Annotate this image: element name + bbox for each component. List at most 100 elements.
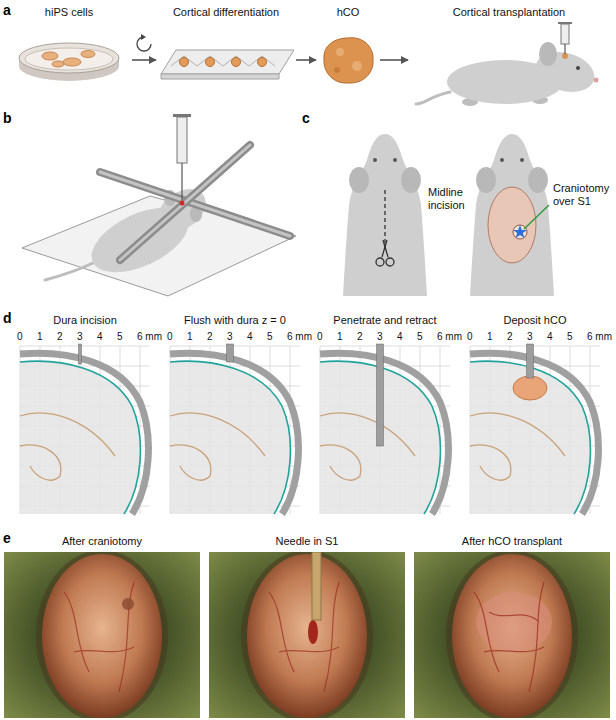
mouse-head-craniotomy — [476, 167, 496, 193]
surgery-photo — [247, 554, 367, 718]
ruler-number: 1 — [337, 331, 343, 343]
coronal-section — [470, 353, 598, 514]
mouse-head-top-view — [343, 134, 427, 296]
surgery-photo — [209, 552, 405, 718]
rotation-symbol — [137, 34, 151, 51]
mouse-side-view — [594, 78, 599, 83]
annotation-label: Craniotomy over S1 — [553, 182, 611, 208]
rotation-symbol — [141, 34, 146, 40]
culture-plate — [171, 56, 275, 66]
mouse-side-view — [416, 92, 450, 104]
ruler-number: 2 — [357, 331, 363, 343]
annotation-label: Midline incision — [428, 186, 474, 212]
culture-plate — [258, 58, 267, 67]
ruler-number: 6 mm — [287, 331, 312, 343]
coronal-section — [513, 376, 547, 400]
stereotaxic-frame — [181, 163, 182, 200]
coronal-section — [20, 361, 140, 514]
ruler-number: 4 — [247, 331, 253, 343]
ruler-number: 3 — [377, 331, 383, 343]
surgery-photo — [308, 620, 318, 644]
ruler-number: 4 — [547, 331, 553, 343]
step-label: hiPS cells — [45, 6, 93, 19]
coronal-section — [377, 344, 384, 446]
mouse-head-top-view — [383, 240, 388, 257]
panel-letter: c — [302, 110, 310, 126]
coronal-section — [470, 361, 590, 514]
process-arrow — [296, 59, 316, 61]
petri-dish — [19, 43, 119, 73]
ruler-number: 6 mm — [437, 331, 462, 343]
illustration-node: Cortical differentiation — [158, 4, 294, 86]
stereotaxic-frame — [22, 114, 296, 296]
surgery-photo — [452, 554, 572, 718]
culture-plate — [206, 58, 215, 67]
step-title: Dura incision — [53, 314, 117, 327]
coronal-section — [170, 346, 300, 514]
ruler-number: 6 mm — [137, 331, 162, 343]
illustration-node: hiPS cells — [8, 4, 130, 86]
illustration-node: hCO — [318, 4, 378, 86]
mouse-head-top-view — [343, 134, 427, 296]
petri-dish — [25, 48, 113, 70]
stereotaxic-frame — [100, 172, 290, 236]
mouse-head-top-view — [393, 158, 397, 162]
panel-letter: e — [3, 530, 11, 546]
mouse-head-craniotomy — [470, 134, 554, 296]
mouse-head-top-view — [376, 258, 384, 266]
ruler-number: 1 — [187, 331, 193, 343]
step-title: Deposit hCO — [504, 314, 567, 327]
coronal-section — [470, 413, 565, 480]
mouse-side-view — [539, 42, 557, 66]
step-title: Flush with dura z = 0 — [184, 314, 286, 327]
petri-dish — [63, 58, 81, 66]
coronal-section — [320, 344, 450, 514]
ruler-number: 5 — [267, 331, 273, 343]
coronal-section — [470, 346, 600, 514]
ruler-number: 2 — [207, 331, 213, 343]
ruler-number: 2 — [507, 331, 513, 343]
mouse-head-craniotomy — [528, 167, 548, 193]
surgery-photo — [42, 554, 162, 718]
ruler-number: 4 — [397, 331, 403, 343]
mouse-head-craniotomy — [513, 225, 527, 238]
photo-title: After hCO transplant — [462, 535, 562, 548]
surgery-photo — [4, 552, 200, 718]
ruler-number: 5 — [567, 331, 573, 343]
petri-dish — [42, 52, 58, 60]
culture-plate — [161, 50, 294, 79]
ruler-number: 4 — [97, 331, 103, 343]
coronal-section — [320, 353, 448, 514]
surgery-photo — [414, 552, 610, 718]
stereotaxic-frame — [177, 117, 187, 163]
ruler-number: 0 — [317, 331, 323, 343]
organoid — [336, 48, 344, 56]
surgery-photo — [4, 552, 200, 718]
photo-title: After craniotomy — [62, 535, 142, 548]
mouse-head-top-view — [401, 167, 421, 193]
coronal-section — [20, 361, 140, 514]
coronal-section — [20, 344, 150, 514]
stereotaxic-frame — [180, 201, 185, 206]
coronal-section — [170, 344, 300, 514]
mouse-head-craniotomy — [520, 158, 524, 162]
petri-dish — [81, 51, 95, 58]
ruler-number: 3 — [77, 331, 83, 343]
surgery-photo — [476, 592, 552, 652]
step-label: Cortical transplantation — [453, 6, 566, 19]
mouse-head-top-view — [386, 258, 394, 266]
coronal-section — [170, 353, 298, 514]
leader-line — [524, 205, 549, 229]
coronal-section — [170, 361, 290, 514]
leader-line — [524, 205, 549, 229]
surgery-photo — [474, 582, 544, 692]
coronal-section — [320, 413, 415, 480]
ruler-number: 0 — [17, 331, 23, 343]
ruler-number: 5 — [117, 331, 123, 343]
surgery-photo — [269, 582, 339, 692]
coronal-section — [227, 344, 234, 362]
ruler-number: 3 — [227, 331, 233, 343]
surgery-photo — [36, 552, 168, 718]
